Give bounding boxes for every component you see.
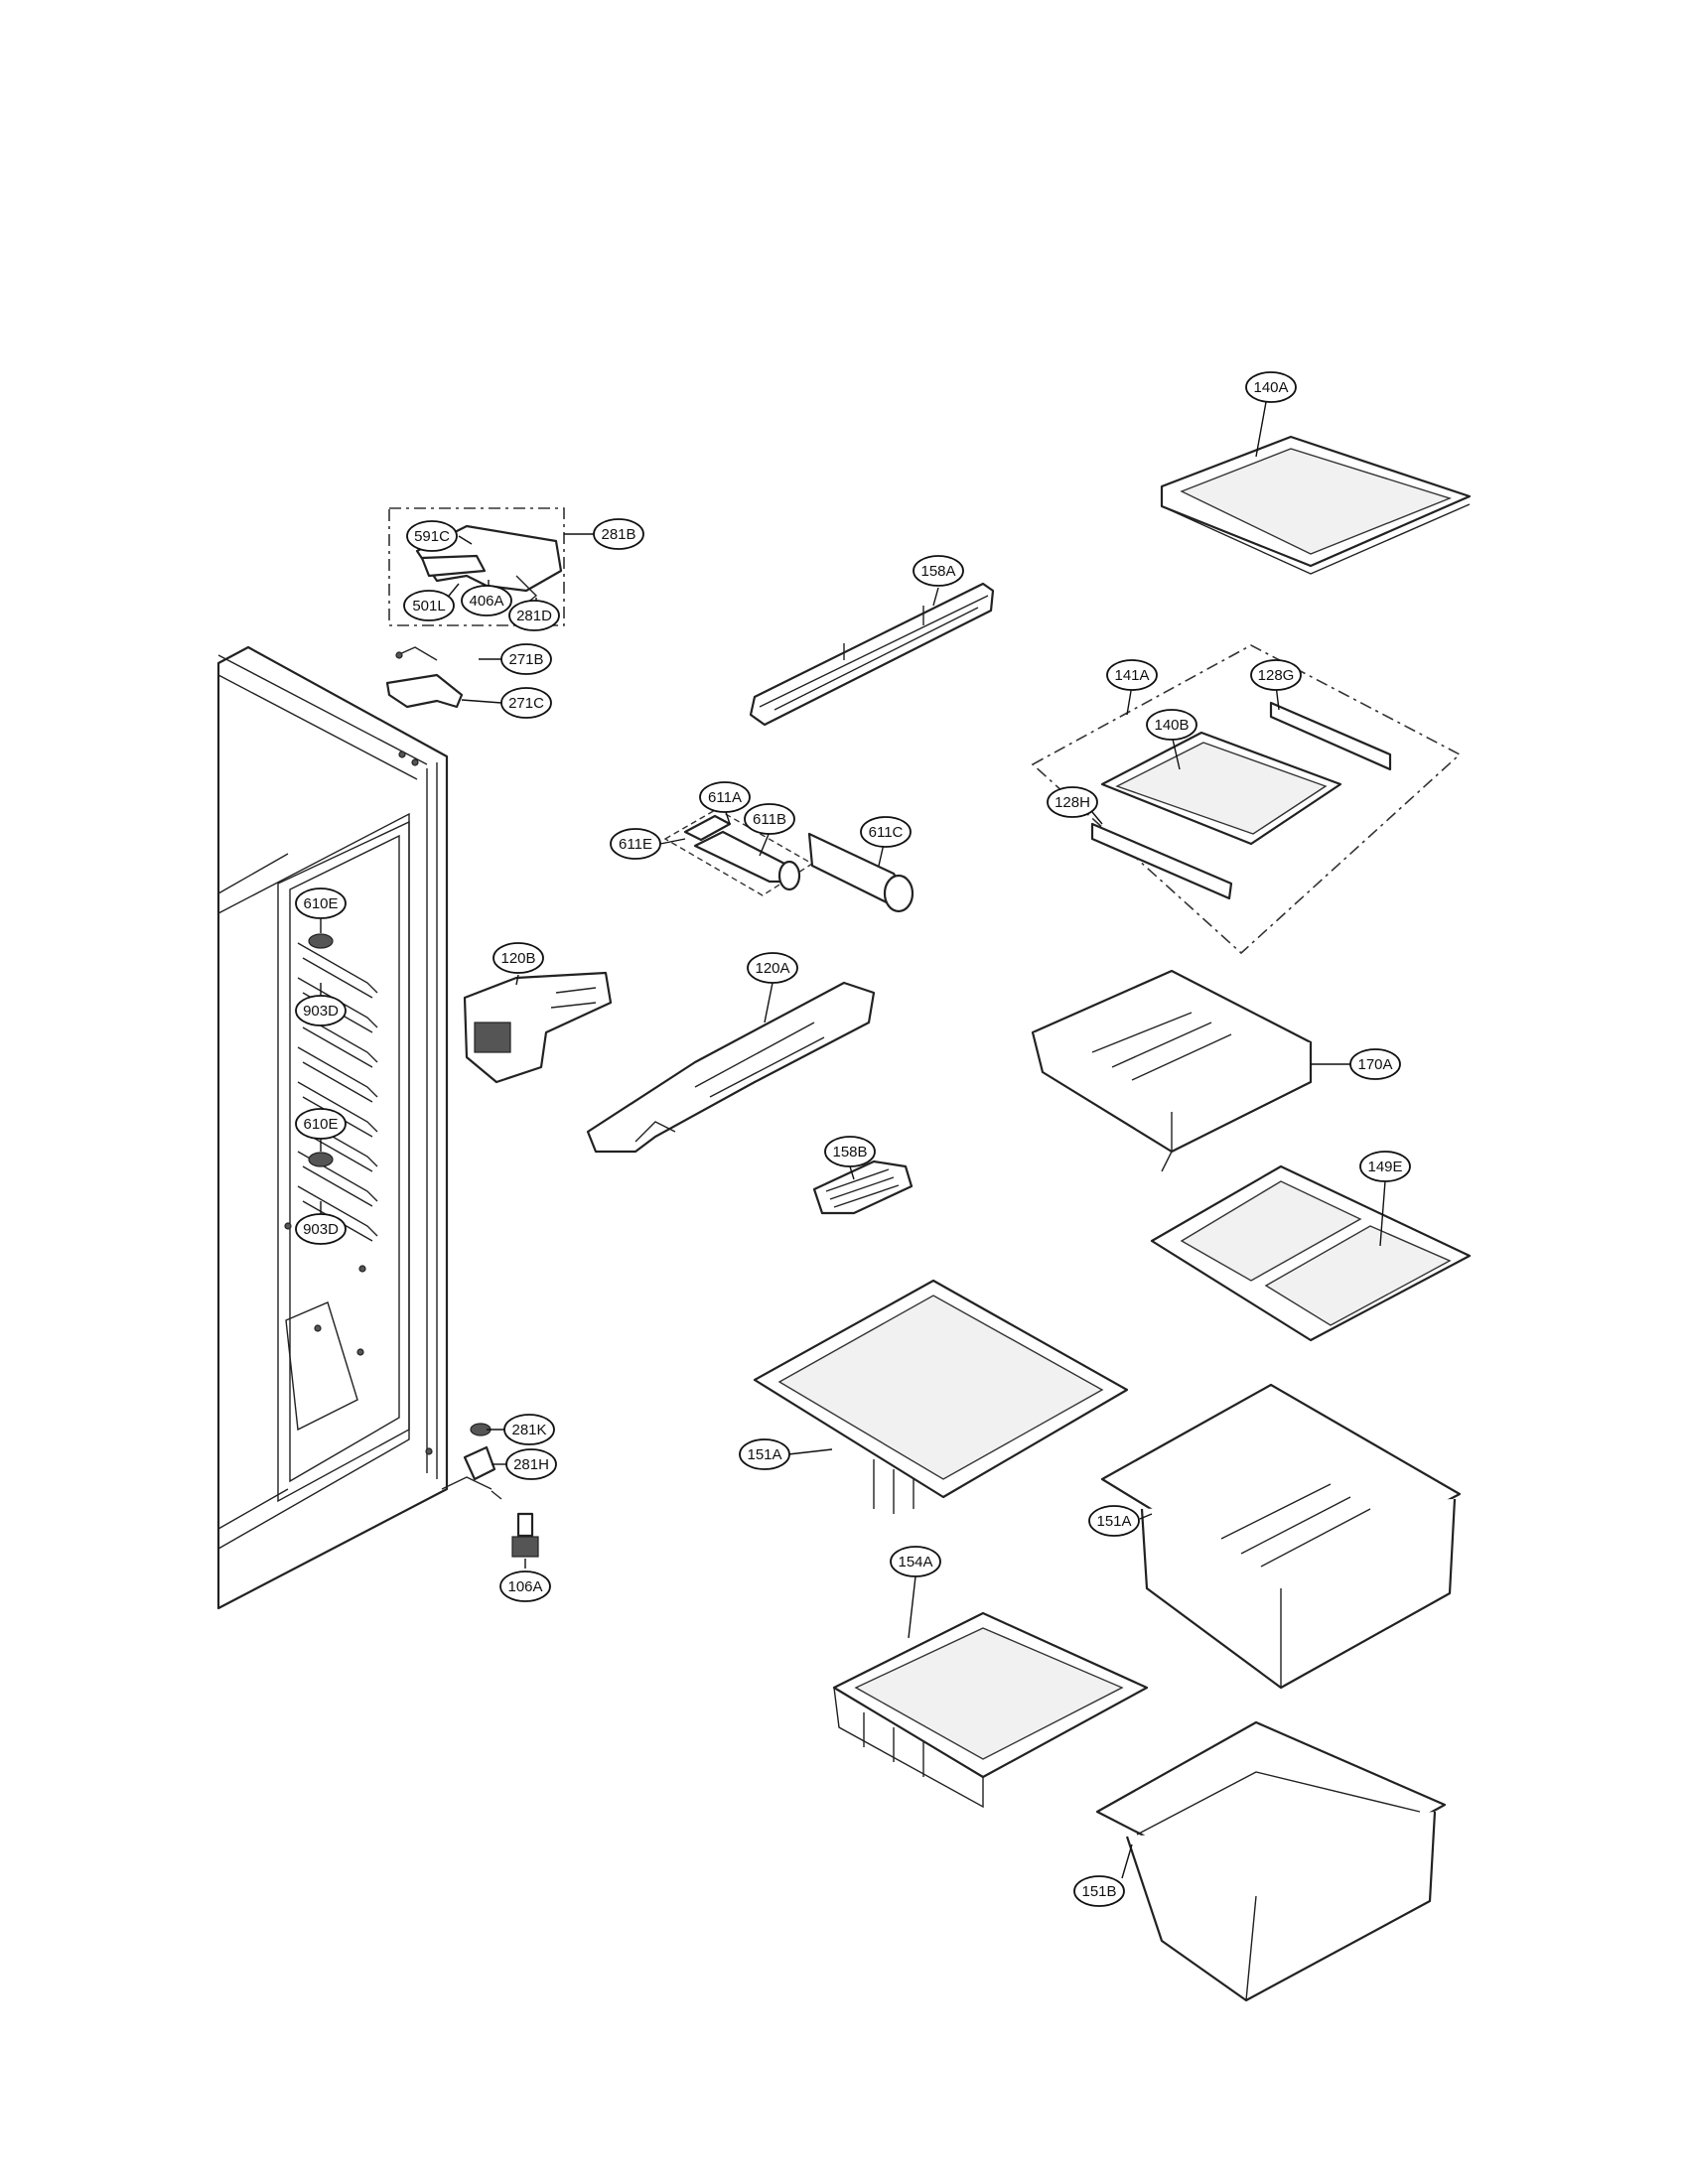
shelf-assembly-141A <box>1031 644 1462 955</box>
drawer-170A <box>1031 969 1313 1172</box>
callout-120A: 120A <box>747 952 798 984</box>
svg-text:281H: 281H <box>513 1456 549 1473</box>
callout-591C: 591C <box>406 520 458 552</box>
callout-106A: 106A <box>499 1570 551 1602</box>
svg-text:271C: 271C <box>508 695 544 712</box>
svg-text:120A: 120A <box>755 960 789 977</box>
svg-text:406A: 406A <box>469 593 503 610</box>
svg-text:151A: 151A <box>1096 1513 1131 1530</box>
callout-903D-lower: 903D <box>295 1213 347 1245</box>
svg-text:903D: 903D <box>303 1003 339 1020</box>
callout-501L: 501L <box>403 590 455 621</box>
callout-903D-upper: 903D <box>295 995 347 1026</box>
svg-text:281D: 281D <box>516 608 552 624</box>
svg-text:611B: 611B <box>753 811 786 828</box>
callout-128H: 128H <box>1047 786 1098 818</box>
callout-610E-upper: 610E <box>295 887 347 919</box>
dispenser-housing-120B <box>463 971 613 1084</box>
callout-151A-shelf: 151A <box>739 1438 790 1470</box>
drawer-151A <box>1100 1383 1462 1690</box>
callout-271C: 271C <box>500 687 552 719</box>
svg-text:610E: 610E <box>303 1116 338 1133</box>
svg-text:128G: 128G <box>1258 667 1295 684</box>
svg-text:611A: 611A <box>708 789 742 806</box>
lower-hinge-parts <box>441 1423 539 1558</box>
svg-text:281B: 281B <box>601 526 635 543</box>
callout-611E: 611E <box>610 828 661 860</box>
callout-120B: 120B <box>492 942 544 974</box>
svg-text:140B: 140B <box>1154 717 1189 734</box>
callout-271B: 271B <box>500 643 552 675</box>
shelf-149E <box>1150 1164 1472 1342</box>
shelf-161A <box>753 1279 1129 1514</box>
svg-text:158B: 158B <box>832 1144 867 1160</box>
svg-text:120B: 120B <box>500 950 535 967</box>
callout-610E-lower: 610E <box>295 1108 347 1140</box>
callout-154A: 154A <box>890 1546 941 1577</box>
svg-text:151B: 151B <box>1081 1883 1116 1900</box>
callout-141A: 141A <box>1106 659 1158 691</box>
callout-281B: 281B <box>593 518 644 550</box>
callout-611B: 611B <box>744 803 795 835</box>
callout-140A: 140A <box>1245 371 1297 403</box>
svg-text:158A: 158A <box>920 563 955 580</box>
callout-406A: 406A <box>461 585 512 616</box>
svg-text:591C: 591C <box>414 528 450 545</box>
callout-128G: 128G <box>1250 659 1302 691</box>
callout-151A-drawer: 151A <box>1088 1505 1140 1537</box>
drawer-151B <box>1095 1720 1447 2002</box>
callout-611A: 611A <box>699 781 751 813</box>
callout-151B: 151B <box>1073 1875 1125 1907</box>
water-filter-group <box>663 808 914 913</box>
svg-text:611C: 611C <box>869 824 904 841</box>
svg-text:903D: 903D <box>303 1221 339 1238</box>
cover-158B <box>812 1160 914 1215</box>
callout-158B: 158B <box>824 1136 876 1167</box>
svg-text:501L: 501L <box>412 598 445 614</box>
svg-text:170A: 170A <box>1357 1056 1392 1073</box>
hinge-parts-271 <box>385 646 464 709</box>
svg-text:151A: 151A <box>747 1446 781 1463</box>
svg-text:610E: 610E <box>303 895 338 912</box>
callout-149E: 149E <box>1359 1151 1411 1182</box>
svg-text:106A: 106A <box>507 1578 542 1595</box>
callout-281K: 281K <box>503 1414 555 1445</box>
svg-text:611E: 611E <box>619 836 652 853</box>
shelf-140A <box>1160 435 1472 575</box>
callout-158A: 158A <box>913 555 964 587</box>
callout-140B: 140B <box>1146 709 1197 741</box>
svg-text:271B: 271B <box>508 651 543 668</box>
callout-170A: 170A <box>1349 1048 1401 1080</box>
svg-text:141A: 141A <box>1114 667 1149 684</box>
dispenser-tray-120A <box>586 981 876 1154</box>
callout-text: 140A <box>1253 379 1288 396</box>
svg-text:149E: 149E <box>1367 1159 1402 1175</box>
shelf-154A <box>832 1611 1149 1809</box>
cover-158A <box>749 582 995 727</box>
svg-text:154A: 154A <box>898 1554 932 1570</box>
callout-611C: 611C <box>860 816 912 848</box>
callout-281H: 281H <box>505 1448 557 1480</box>
callout-281D: 281D <box>508 600 560 631</box>
svg-text:128H: 128H <box>1055 794 1090 811</box>
svg-text:281K: 281K <box>511 1422 546 1438</box>
